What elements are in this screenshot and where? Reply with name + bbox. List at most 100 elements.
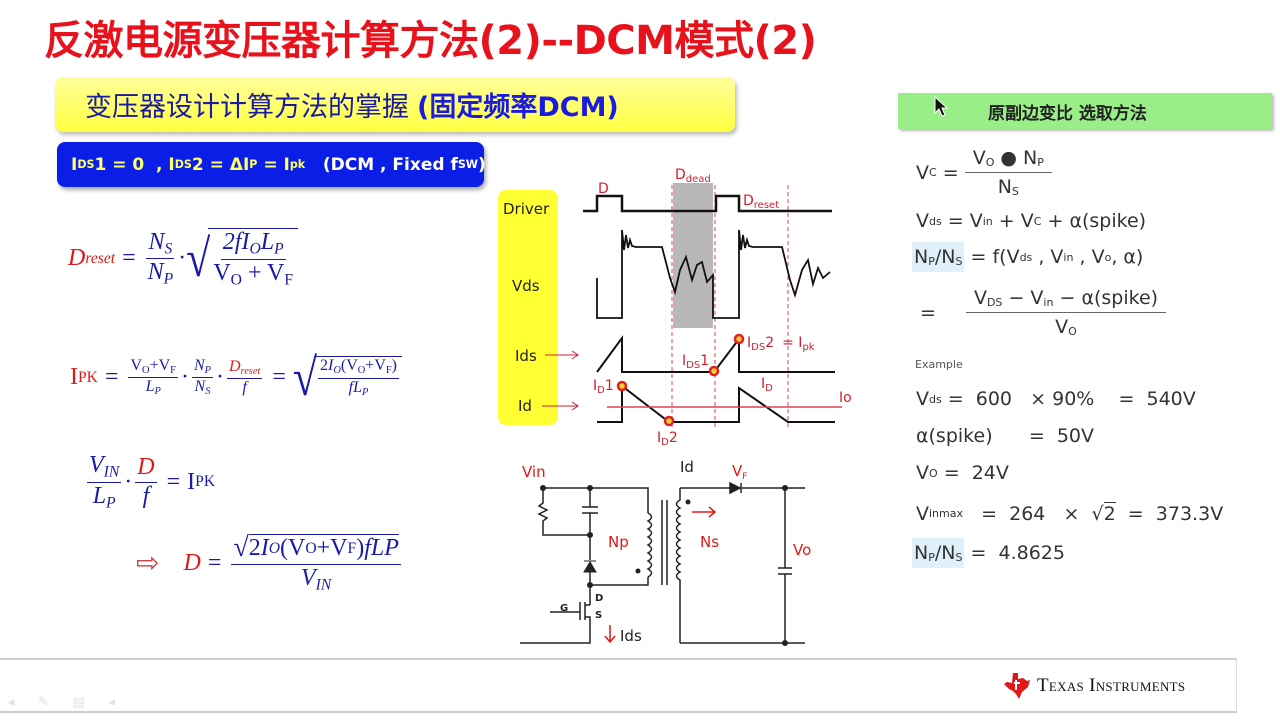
f-token: P: [204, 365, 211, 377]
t: V: [1020, 210, 1034, 232]
header-text: 原副边变比 选取方法: [988, 103, 1147, 124]
cond-text: (DCM , Fixed f: [305, 154, 458, 175]
t: C: [929, 166, 937, 180]
t: −: [1002, 287, 1031, 309]
label-ddead: Ddead: [675, 167, 711, 185]
mosfet-gate-label: G: [560, 603, 568, 614]
f-token: P: [274, 240, 284, 258]
mosfet-source-label: S: [595, 610, 602, 621]
f-token: 2: [320, 357, 329, 375]
f-token: V: [267, 259, 285, 286]
driver-waveform: [583, 194, 832, 213]
t: V: [1055, 316, 1069, 339]
f-token: O: [333, 365, 341, 377]
t: ds: [929, 214, 942, 228]
label-id-current: ID: [761, 376, 773, 394]
label-vo: Vo: [793, 541, 811, 559]
f-token: 2f: [222, 229, 242, 255]
slideshow-controls[interactable]: ◂ ✎ ▤ ◂: [8, 694, 126, 709]
f-token: N: [147, 259, 164, 286]
t: N: [1023, 147, 1038, 169]
mosfet-drain-label: D: [595, 593, 603, 604]
t: O: [985, 156, 995, 170]
t: o: [1104, 250, 1112, 264]
clamp-diode-icon: [583, 560, 597, 573]
t: O: [929, 466, 938, 480]
cond-sub: DS: [174, 158, 192, 171]
f-token: N: [148, 228, 165, 255]
label-vds: Vds: [512, 277, 540, 295]
t: = 264 ×: [963, 502, 1092, 525]
f-token: F: [347, 539, 357, 557]
label-vf: VF: [732, 462, 747, 482]
f-token: V: [130, 356, 143, 374]
label-ns: Ns: [700, 533, 719, 551]
t: N: [997, 176, 1012, 199]
t: V: [916, 210, 929, 232]
f-token: reset: [240, 365, 261, 377]
ratio-method-header: 原副边变比 选取方法: [898, 93, 1272, 129]
example-spike: α(spike) = 50V: [916, 425, 1094, 447]
t: V: [916, 161, 929, 184]
f-token: =: [207, 549, 222, 576]
t: =: [941, 210, 970, 232]
f-token: P: [154, 386, 161, 398]
t: P: [928, 551, 935, 565]
f-token: F: [284, 271, 294, 289]
t: N: [914, 542, 929, 564]
time-markers: [671, 185, 789, 430]
cond-text: =: [257, 154, 284, 175]
implies-arrow-icon: ⇨: [136, 548, 160, 580]
f-token: +: [149, 356, 159, 374]
label-driver: Driver: [503, 200, 550, 218]
label-ids2-ipk: IDS2= Ipk: [747, 335, 815, 353]
dead-time-region: [673, 183, 713, 328]
t: =: [914, 301, 942, 324]
sqrt-icon: √: [186, 229, 211, 288]
f-token: I: [241, 229, 250, 255]
t: N: [941, 246, 956, 268]
label-ids: Ids: [515, 347, 537, 365]
subtitle-text: 变压器设计计算方法的掌握: [85, 92, 409, 123]
t: V: [1091, 246, 1105, 269]
cond-text: 2 = ΔI: [191, 154, 250, 175]
f-token: V: [330, 534, 348, 561]
t: +: [992, 210, 1021, 232]
f-token: =: [272, 364, 286, 390]
f-token: 2: [248, 534, 261, 561]
t: ds: [929, 392, 942, 406]
t: P: [928, 255, 935, 269]
label-dreset: Dreset: [743, 193, 779, 211]
t: =: [936, 161, 965, 184]
f-token: reset: [85, 249, 116, 267]
f-token: V: [89, 452, 104, 478]
cond-sub: P: [249, 158, 258, 171]
label-panel: [498, 190, 558, 425]
cond-sub: DS: [77, 158, 95, 171]
t: V: [972, 147, 986, 169]
cond-text: ): [478, 154, 486, 175]
f-token: O: [305, 539, 317, 557]
f-token: I: [187, 468, 196, 495]
t: in: [1043, 296, 1054, 310]
slide-footer: [0, 658, 1237, 713]
f-token: IN: [103, 463, 120, 481]
t: P: [1037, 156, 1044, 170]
f-token: O: [268, 539, 280, 557]
marker-points: [616, 333, 745, 427]
f-token: =: [122, 245, 136, 272]
sqrt-icon: √: [292, 348, 318, 407]
t: +: [1041, 210, 1070, 232]
mouse-cursor-icon: [934, 96, 949, 117]
f-token: +: [241, 259, 268, 286]
f-token: F: [170, 365, 176, 377]
t: = 24V: [937, 462, 1009, 484]
f-token: (: [340, 357, 347, 375]
t: inmax: [929, 507, 963, 520]
